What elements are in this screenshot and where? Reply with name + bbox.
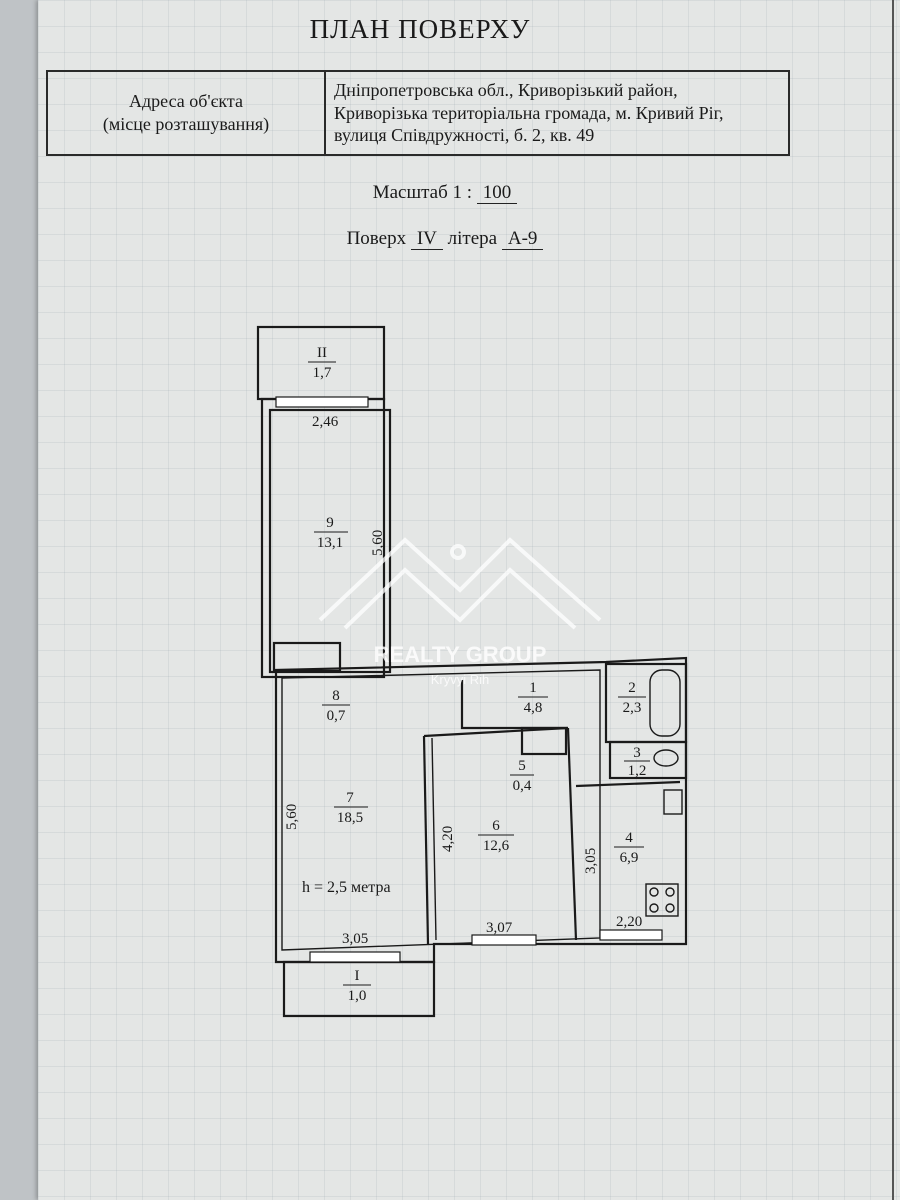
page-title: ПЛАН ПОВЕРХУ [309,14,531,44]
room-label-area: 2,3 [623,700,642,716]
dim-room4-width: 2,20 [616,914,642,930]
sheet-frame [38,0,894,1200]
address-value-cell: Дніпропетровська обл., Криворізький райо… [324,70,790,156]
room-label-area: 6,9 [620,850,639,866]
address-table: Адреса об'єкта (місце розташування) Дніп… [46,70,790,156]
watermark-window-icon [450,544,466,560]
watermark-roof-icon [318,537,602,622]
scale-label: Масштаб 1 : [372,182,473,203]
watermark-logo: REALTY GROUP Kryvyi Rih [318,537,602,687]
window-room-9 [275,396,369,408]
room-label-id: 9 [326,515,334,531]
floor-label: Поверх [346,228,407,249]
room-label-id: 7 [346,790,354,806]
stove-burner [665,887,675,897]
bathtub [649,669,681,737]
room-label-area: 4,8 [524,700,543,716]
dim-room7-width: 3,05 [342,931,368,947]
room-label-id: 5 [518,758,526,774]
closet-5-wall [520,726,568,756]
dim-balcony-top-width: 2,46 [312,414,339,430]
address-label-line1: Адреса об'єкта [128,90,243,111]
watermark-brand: REALTY GROUP [374,642,547,667]
watermark-roof-inner-icon [343,567,577,630]
toilet-fixture [653,749,679,767]
wall-4-top [575,780,681,788]
window-room-7 [309,951,401,963]
address-label-cell: Адреса об'єкта (місце розташування) [46,70,326,156]
room-label-area: 13,1 [317,535,343,551]
stove-burner [665,903,675,913]
plan-walls [256,325,688,1018]
window-room-4 [599,929,663,941]
window-room-6 [471,934,537,946]
room-label-id: II [317,345,327,361]
room-label-id: 4 [625,830,633,846]
room-label-area: 12,6 [483,838,510,854]
scale-line: Масштаб 1 : 100 [0,182,890,204]
address-line3: вулиця Співдружності, б. 2, кв. 49 [334,125,595,146]
dim-room7-length: 5,60 [284,804,300,830]
ceiling-height-note: h = 2,5 метра [302,879,391,896]
closet-8-wall [272,641,342,673]
room-label-id: 2 [628,680,636,696]
stove-burner [649,887,659,897]
sink-fixture [663,789,683,815]
letter-value: А-9 [501,228,544,250]
windows [275,396,663,963]
room-label-area: 1,2 [628,763,647,779]
room-label-area: 0,7 [327,708,346,724]
room-label-area: 18,5 [337,810,363,826]
scale-value: 100 [476,182,518,204]
address-line1: Дніпропетровська обл., Криворізький райо… [334,80,678,101]
wall-7-6-inner [431,737,437,941]
dim-room6-width: 3,07 [486,920,513,936]
address-line2: Криворізька територіальна громада, м. Кр… [334,102,724,123]
document-sheet [38,0,900,1200]
letter-label: літера [447,228,498,249]
dim-room6-length: 4,20 [440,826,456,852]
balcony-ii-outline [256,325,386,401]
address-label-line2: (місце розташування) [102,114,270,134]
wall-7-6 [422,735,430,945]
room-labels: II 1,7 9 13,1 8 0,7 7 18,5 1 4,8 2 2,3 3… [308,345,650,1004]
room-label-id: 8 [332,688,340,704]
room-label-id: 6 [492,818,500,834]
floor-value: IV [410,228,443,250]
room-label-id: 3 [633,745,641,761]
stove-fixture [645,883,679,917]
watermark-city: Kryvyi Rih [431,672,490,687]
fixtures [645,669,683,917]
floor-line: Поверх IV літера А-9 [0,228,890,250]
dim-room9-length: 5,60 [370,530,386,556]
room-label-area: 0,4 [513,778,532,794]
room-label-id: 1 [529,680,537,696]
room-label-area: 1,7 [313,365,332,381]
dim-room4-length: 3,05 [583,848,599,874]
wall-6-4 [566,727,578,941]
room-label-area: 1,0 [348,988,367,1004]
room-label-id: I [355,968,360,984]
toilet-3-wall [608,740,688,780]
corridor-bottom-wall [423,726,569,738]
dimension-labels: 2,46 5,60 5,60 3,05 4,20 3,07 3,05 2,20 [284,414,642,947]
stove-burner [649,903,659,913]
